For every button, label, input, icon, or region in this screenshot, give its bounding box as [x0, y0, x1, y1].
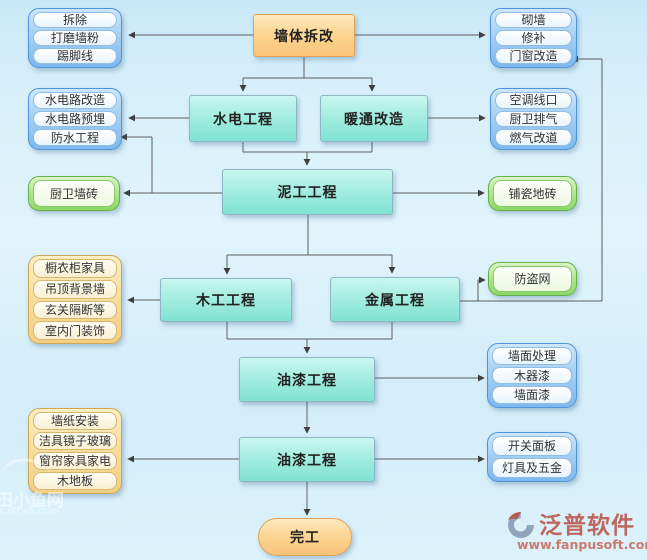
group-hvac-tasks: 空调线口 厨卫排气 燃气改道 — [490, 88, 577, 150]
node-carpentry: 木工工程 — [160, 278, 292, 322]
list-item: 水电路改造 — [33, 92, 117, 109]
list-item: 铺瓷地砖 — [493, 180, 572, 207]
list-item: 修补 — [495, 30, 572, 46]
group-carpentry-tasks: 橱衣柜家具 吊顶背景墙 玄关隔断等 室内门装饰 — [28, 255, 122, 344]
list-item: 打磨墙粉 — [33, 30, 117, 46]
group-electrical-tasks: 开关面板 灯具及五金 — [487, 432, 577, 482]
list-item: 门窗改造 — [495, 48, 572, 64]
list-item: 灯具及五金 — [492, 458, 572, 478]
node-wall-demolition: 墙体拆改 — [253, 14, 355, 57]
group-kitchen-tiles: 厨卫墙砖 — [28, 176, 120, 211]
group-demolition-tasks: 拆除 打磨墙粉 踢脚线 — [28, 8, 122, 68]
group-plumbing-tasks: 水电路改造 水电路预埋 防水工程 — [28, 88, 122, 150]
edge — [243, 57, 372, 79]
edge — [227, 215, 392, 256]
list-item: 防盗网 — [493, 266, 572, 292]
list-item: 水电路预埋 — [33, 110, 117, 128]
group-install-tasks: 墙纸安装 洁具镜子玻璃 窗帘家具家电 木地板 — [28, 408, 122, 494]
list-item: 木地板 — [33, 472, 117, 490]
group-paint-tasks: 墙面处理 木器漆 墙面漆 — [487, 343, 577, 408]
list-item: 厨卫排气 — [495, 110, 572, 128]
fanpu-logo-icon — [508, 512, 534, 538]
edge-skeletons — [151, 57, 603, 340]
list-item: 踢脚线 — [33, 48, 117, 64]
node-painting-2: 油漆工程 — [239, 437, 375, 482]
list-item: 橱衣柜家具 — [33, 259, 117, 278]
list-item: 窗帘家具家电 — [33, 452, 117, 470]
list-item: 燃气改道 — [495, 129, 572, 147]
list-item: 防水工程 — [33, 129, 117, 147]
list-item: 玄关隔断等 — [33, 300, 117, 320]
list-item: 开关面板 — [492, 436, 572, 456]
edge — [242, 142, 373, 153]
list-item: 室内门装饰 — [33, 321, 117, 340]
node-hvac: 暖通改造 — [320, 95, 428, 142]
vendor-logo: 泛普软件 www.fanpusoft.com — [503, 503, 647, 555]
group-wall-tasks: 砌墙 修补 门窗改造 — [490, 8, 577, 68]
list-item: 墙面漆 — [492, 386, 572, 405]
group-security-net: 防盗网 — [488, 262, 577, 296]
node-metalwork: 金属工程 — [330, 277, 460, 322]
list-item: 拆除 — [33, 12, 117, 28]
edge-arrows — [120, 31, 602, 516]
list-item: 空调线口 — [495, 92, 572, 109]
list-item: 厨卫墙砖 — [33, 180, 115, 207]
list-item: 吊顶背景墙 — [33, 279, 117, 299]
vendor-logo-text: 泛普软件 — [539, 513, 635, 539]
edge — [226, 322, 393, 340]
list-item: 墙纸安装 — [33, 412, 117, 430]
node-finish: 完工 — [258, 518, 352, 556]
node-plumbing-electrical: 水电工程 — [189, 95, 297, 142]
list-item: 洁具镜子玻璃 — [33, 432, 117, 450]
list-item: 砌墙 — [495, 12, 572, 28]
list-item: 木器漆 — [492, 366, 572, 385]
node-painting-1: 油漆工程 — [239, 357, 375, 402]
group-floor-tiles: 铺瓷地砖 — [488, 176, 577, 211]
edge — [460, 59, 603, 302]
node-masonry: 泥工工程 — [222, 169, 393, 215]
list-item: 墙面处理 — [492, 347, 572, 365]
edge — [151, 137, 222, 194]
vendor-logo-url: www.fanpusoft.com — [517, 537, 647, 552]
